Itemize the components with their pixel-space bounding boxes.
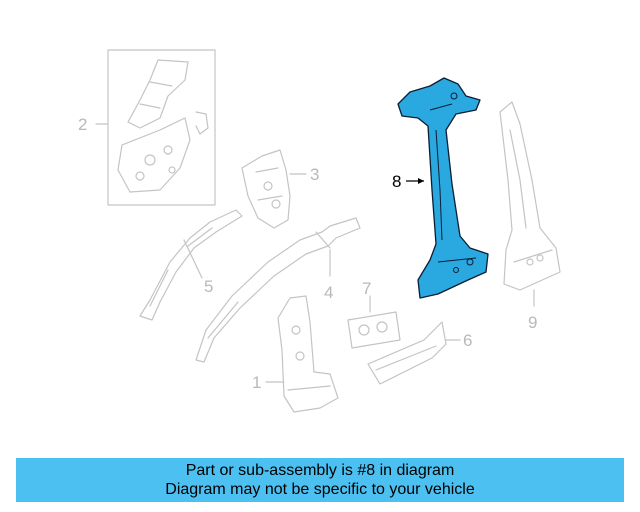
callout-1: 1 [252, 373, 261, 392]
part-6[interactable] [367, 321, 447, 385]
callout-8: 8 [392, 172, 401, 191]
banner-line-2: Diagram may not be specific to your vehi… [165, 481, 475, 498]
banner-line-1: Part or sub-assembly is #8 in diagram [185, 462, 455, 479]
part-8-highlighted[interactable] [397, 77, 489, 299]
part-7[interactable] [347, 311, 401, 349]
part-3[interactable] [241, 149, 291, 229]
callout-8-arrow [418, 178, 424, 184]
part-2[interactable] [107, 49, 216, 206]
part-1[interactable] [277, 295, 339, 413]
callout-2: 2 [78, 115, 87, 134]
callout-3: 3 [310, 165, 319, 184]
callout-4: 4 [324, 283, 333, 302]
parts-diagram: 2 3 5 4 1 7 6 [78, 49, 561, 413]
part-4[interactable] [195, 217, 361, 363]
callout-5: 5 [204, 277, 213, 296]
part-5[interactable] [139, 209, 243, 321]
info-banner: Part or sub-assembly is #8 in diagram Di… [16, 458, 624, 502]
callout-7: 7 [362, 279, 371, 298]
part-9[interactable] [499, 101, 561, 291]
callout-9: 9 [528, 313, 537, 332]
callout-6: 6 [463, 331, 472, 350]
